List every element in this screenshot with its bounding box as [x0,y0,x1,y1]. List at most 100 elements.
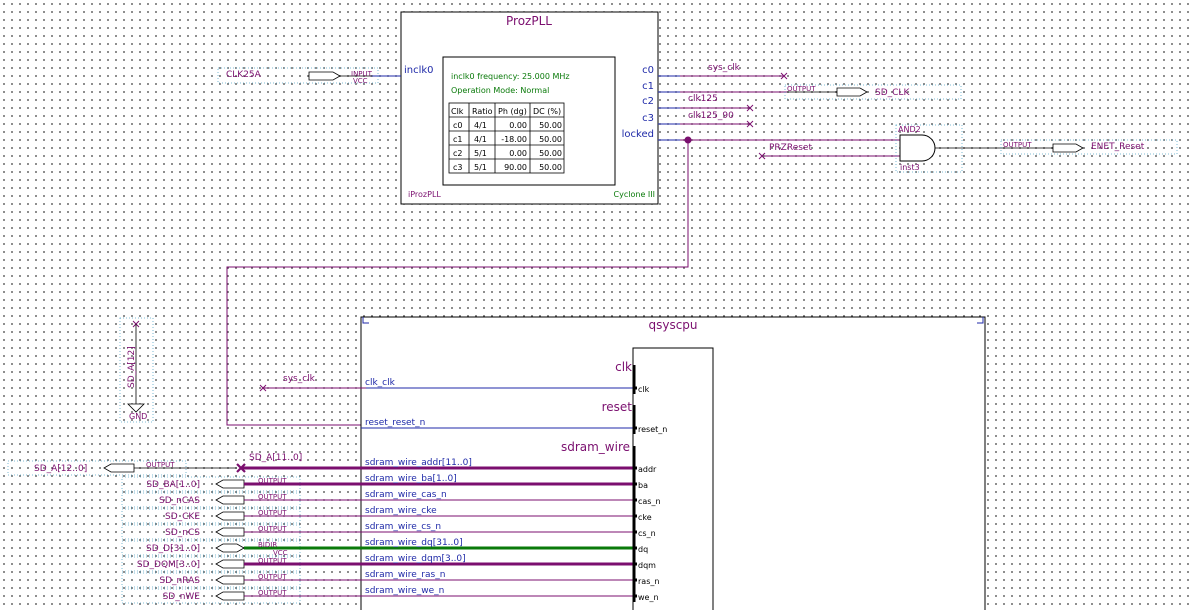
sd-pin[interactable]: SD_nCS OUTPUT [121,524,361,540]
sd-pin-kind: BIDIR [258,541,277,549]
pll-table-cell: 50.00 [539,163,562,172]
pll-table-cell: c2 [453,149,463,158]
pll-table-cell: -18.00 [501,135,527,144]
qsys-port-ext-label: sdram_wire_ras_n [365,570,445,580]
net-label-clk125-90: clk125_90 [688,111,734,121]
qsys-port-ext-label: sdram_wire_cs_n [365,522,441,532]
qsys-port-ext-label: clk_clk [365,378,396,388]
qsys-port-inner-label: clk [638,385,650,394]
qsys-port-ext-label: sdram_wire_dqm[3..0] [365,554,466,564]
qsyscpu-group-clk: clk [615,360,632,374]
sd-pin-kind: OUTPUT [258,509,287,517]
sd-pin-kind: OUTPUT [258,525,287,533]
pll-table-cell: 4/1 [474,135,487,144]
pll-table-header: Ratio [472,107,493,116]
qsys-port-ext-label: sdram_wire_cke [365,506,437,516]
pll-port-c0: c0 [642,65,654,76]
pll-clock-table [448,102,565,174]
sd-pin[interactable]: SD_A[12..0]OUTPUT [7,460,237,476]
sd-pin-name: SD_nCAS [159,496,200,506]
qsyscpu-title: qsyscpu [648,318,697,332]
pll-table-cell: c1 [453,135,463,144]
enet-reset-pin-kind: OUTPUT [1003,141,1032,149]
pll-info-box [442,56,616,186]
pll-port-c2: c2 [642,96,654,107]
qsys-port-inner-label: cs_n [638,529,656,538]
pll-output-wires[interactable] [680,75,900,157]
sd-pin-name: SD_DQM[3..0] [137,560,200,570]
sd-pin[interactable]: SD_BA[1..0] OUTPUT [121,476,361,492]
sd-pin-name: SD_D[31..0] [146,544,200,554]
qsys-port-inner-label: dqm [638,561,656,570]
pll-port-locked: locked [622,129,654,140]
sd-pin-kind: OUTPUT [258,557,287,565]
pll-table-cell: 5/1 [474,149,487,158]
gnd-symbol-label: GND [129,412,147,421]
sd-pin-name: SD_nCS [165,528,200,538]
pll-port-stubs [370,75,680,141]
clk25a-pin-name: CLK25A [226,70,262,80]
pll-table-cell: 0.00 [509,149,527,158]
pll-table-cell: 50.00 [539,135,562,144]
enet-reset-output-pin[interactable]: OUTPUT ENET_Reset [1000,139,1178,155]
sd-pin-kind: OUTPUT [258,477,287,485]
pll-table-header: DC (%) [533,107,561,116]
clk25a-input-pin[interactable]: CLK25A INPUT VCC [217,67,379,85]
net-label-przreset: PRZReset [769,143,812,153]
sd-pin-name: SD_BA[1..0] [146,480,200,490]
qsys-port-inner-label: ras_n [638,577,659,586]
pll-info-freq: inclk0 frequency: 25.000 MHz [451,72,570,81]
clk25a-pin-kind: INPUT [351,70,373,78]
sd-pin[interactable]: SD_DQM[3..0] OUTPUT [121,556,361,572]
no-connect-marks [132,72,788,392]
sd-pin-default: VCC [273,549,288,557]
qsyscpu-group-sdram: sdram_wire [561,440,630,454]
pll-info-mode: Operation Mode: Normal [451,86,549,95]
qsys-port-inner-label: cke [638,513,652,522]
qsyscpu-group-reset: reset [602,400,633,414]
qsys-port-inner-label: addr [638,465,657,474]
sd-pin-name: SD_A[12..0] [34,464,87,474]
qsys-port-ext-label: sdram_wire_dq[31..0] [365,538,463,548]
qsys-port-inner-label: dq [638,545,648,554]
pll-table-cell: 5/1 [474,163,487,172]
pll-port-c1: c1 [642,81,654,92]
pll-title: ProzPLL [506,14,552,28]
sd-pin-kind: OUTPUT [258,573,287,581]
net-label-sys-clk: sys_clk [708,63,741,73]
enet-reset-pin-name: ENET_Reset [1091,142,1145,152]
and2-instance-label: inst3 [900,163,920,172]
sd-clk-pin-name: SD_CLK [875,88,910,98]
qsys-port-inner-label: reset_n [638,425,667,434]
pll-instance-name: iProzPLL [408,190,441,199]
and2-type-label: AND2 [898,125,921,134]
sd-pin[interactable]: SD_nWE OUTPUT [121,588,361,604]
pll-device-family: Cyclone III [614,190,655,199]
gnd-net-label: SD_A[12] [127,346,137,388]
qsys-port-ext-label: reset_reset_n [365,418,425,428]
qsys-port-ext-label: sdram_wire_addr[11..0] [365,458,472,468]
qsys-port-ext-label: sdram_wire_we_n [365,586,444,596]
pll-table-header: Clk [451,107,464,116]
qsys-port-ext-label: sdram_wire_cas_n [365,490,447,500]
sd-pin[interactable]: SD_nRAS OUTPUT [121,572,361,588]
pll-table-cell: 4/1 [474,121,487,130]
pll-block[interactable]: ProzPLL inclk0 frequency: 25.000 MHz Ope… [400,11,659,205]
gnd-symbol[interactable]: SD_A[12] GND [119,317,154,423]
pll-table-cell: c3 [453,163,463,172]
and2-gate[interactable]: AND2 inst3 [895,124,1003,173]
clk25a-pin-default: VCC [353,77,368,85]
pll-table-cell: 50.00 [539,149,562,158]
sd-pin-kind: OUTPUT [258,589,287,597]
sd-pin-name: SD_nWE [163,592,201,602]
sd-clk-output-pin[interactable]: OUTPUT SD_CLK [784,84,962,100]
pll-table-cell: 0.00 [509,121,527,130]
locked-to-reset-wire[interactable] [226,140,689,426]
sd-pin-name: SD_nRAS [159,576,200,586]
qsyscpu-block[interactable]: qsyscpu clk reset sdram_wire clk_clkclkr… [360,316,986,610]
pll-port-c3: c3 [642,113,654,124]
